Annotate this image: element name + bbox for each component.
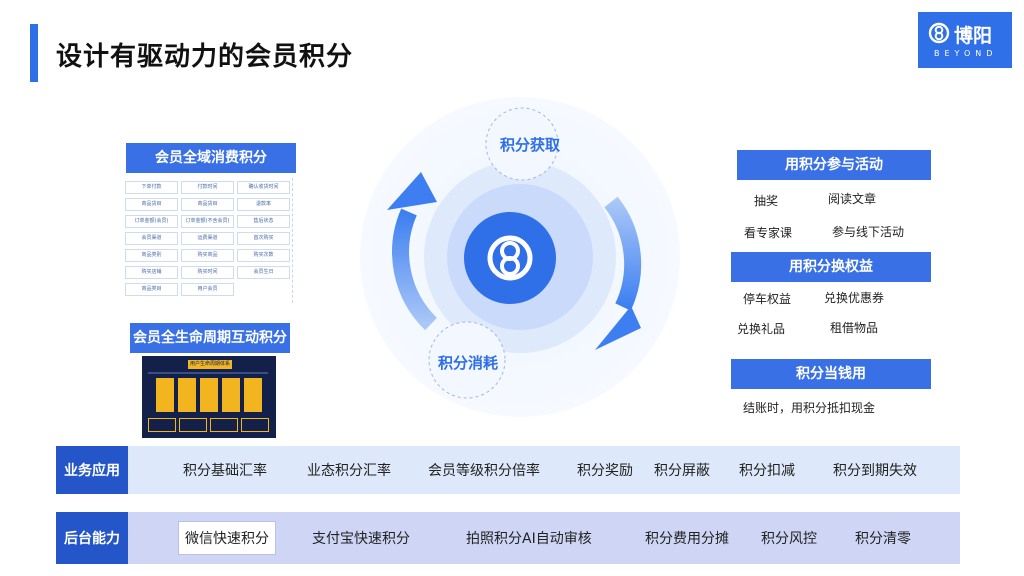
business-item: 积分扣减	[739, 463, 795, 479]
consumption-field-cell: 首次购买	[237, 232, 290, 245]
consumption-points-grid: 下单付款付款时间确认收货时间商品货目商品货目退款率订单金额(会员)订单金额(不含…	[124, 178, 293, 303]
backend-capability-row: 后台能力 微信快速积分 支付宝快速积分 拍照积分AI自动审核 积分费用分摊 积分…	[56, 512, 960, 564]
consumption-field-cell: 用户会员	[181, 283, 234, 296]
logo-name-en: BEYOND	[934, 49, 998, 58]
rights-item: 租借物品	[830, 321, 879, 335]
consumption-field-cell: 商品货目	[125, 198, 178, 211]
activity-header: 用积分参与活动	[737, 150, 931, 180]
consumption-field-cell: 下单付款	[125, 181, 178, 194]
brand-logo: 博阳 BEYOND	[918, 12, 1012, 68]
rights-item: 兑换优惠券	[824, 291, 885, 305]
cash-header: 积分当钱用	[731, 359, 931, 389]
rights-item: 兑换礼品	[737, 322, 786, 336]
lifecycle-image-title: 用户生命周期体系	[188, 360, 232, 369]
backend-item: 微信快速积分	[178, 521, 276, 555]
business-row-title: 业务应用	[56, 446, 128, 494]
points-acquire-label: 积分获取	[499, 136, 560, 154]
consumption-field-cell: 会员渠道	[125, 232, 178, 245]
business-item: 积分基础汇率	[183, 463, 267, 479]
activity-item: 看专家课	[744, 226, 793, 240]
consumption-field-cell: 购买时间	[181, 266, 234, 279]
points-consume-label: 积分消耗	[437, 354, 498, 372]
activity-item: 阅读文章	[828, 192, 877, 206]
backend-item: 积分风控	[761, 531, 817, 547]
rights-header: 用积分换权益	[731, 252, 931, 282]
consumption-field-cell: 退款率	[237, 198, 290, 211]
consumption-field-cell: 商品货目	[181, 198, 234, 211]
activity-item: 参与线下活动	[832, 225, 905, 239]
consumption-field-cell: 订单金额(不含会员)	[181, 215, 234, 228]
backend-row-title: 后台能力	[56, 512, 128, 564]
consumption-field-cell: 确认收货时间	[237, 181, 290, 194]
beyond-logo-icon	[487, 235, 533, 281]
consumption-points-header: 会员全域消费积分	[126, 143, 296, 173]
lifecycle-points-header: 会员全生命周期互动积分	[130, 323, 290, 353]
business-item: 业态积分汇率	[307, 463, 391, 479]
points-cycle-diagram	[360, 97, 680, 417]
lifecycle-diagram-image: 用户生命周期体系	[142, 356, 276, 438]
consumption-field-cell: 购买商品	[181, 249, 234, 262]
backend-item: 支付宝快速积分	[312, 531, 410, 547]
business-item: 积分屏蔽	[654, 463, 710, 479]
business-item: 会员等级积分倍率	[428, 463, 540, 479]
business-item: 积分到期失效	[833, 463, 917, 479]
consumption-field-cell: 购买次数	[237, 249, 290, 262]
business-application-row: 业务应用 积分基础汇率 业态积分汇率 会员等级积分倍率 积分奖励 积分屏蔽 积分…	[56, 446, 960, 494]
logo-icon	[928, 22, 950, 44]
backend-item: 拍照积分AI自动审核	[466, 531, 592, 547]
consumption-field-cell: 商品类别	[125, 249, 178, 262]
activity-item: 抽奖	[754, 194, 779, 208]
logo-name-cn: 博阳	[954, 25, 993, 47]
backend-item: 积分费用分摊	[645, 531, 729, 547]
consumption-field-cell: 运费渠道	[181, 232, 234, 245]
cash-text: 结账时，用积分抵扣现金	[743, 401, 876, 415]
title-accent-bar	[30, 24, 38, 82]
business-item: 积分奖励	[577, 463, 633, 479]
consumption-field-cell: 订单金额(会员)	[125, 215, 178, 228]
consumption-field-cell: 商品类目	[125, 283, 178, 296]
backend-item: 积分清零	[855, 531, 911, 547]
consumption-field-cell: 会员生日	[237, 266, 290, 279]
consumption-field-cell: 付款时间	[181, 181, 234, 194]
page-title: 设计有驱动力的会员积分	[56, 42, 354, 72]
consumption-field-cell: 购买店铺	[125, 266, 178, 279]
rights-item: 停车权益	[743, 292, 792, 306]
consumption-field-cell: 售后状态	[237, 215, 290, 228]
